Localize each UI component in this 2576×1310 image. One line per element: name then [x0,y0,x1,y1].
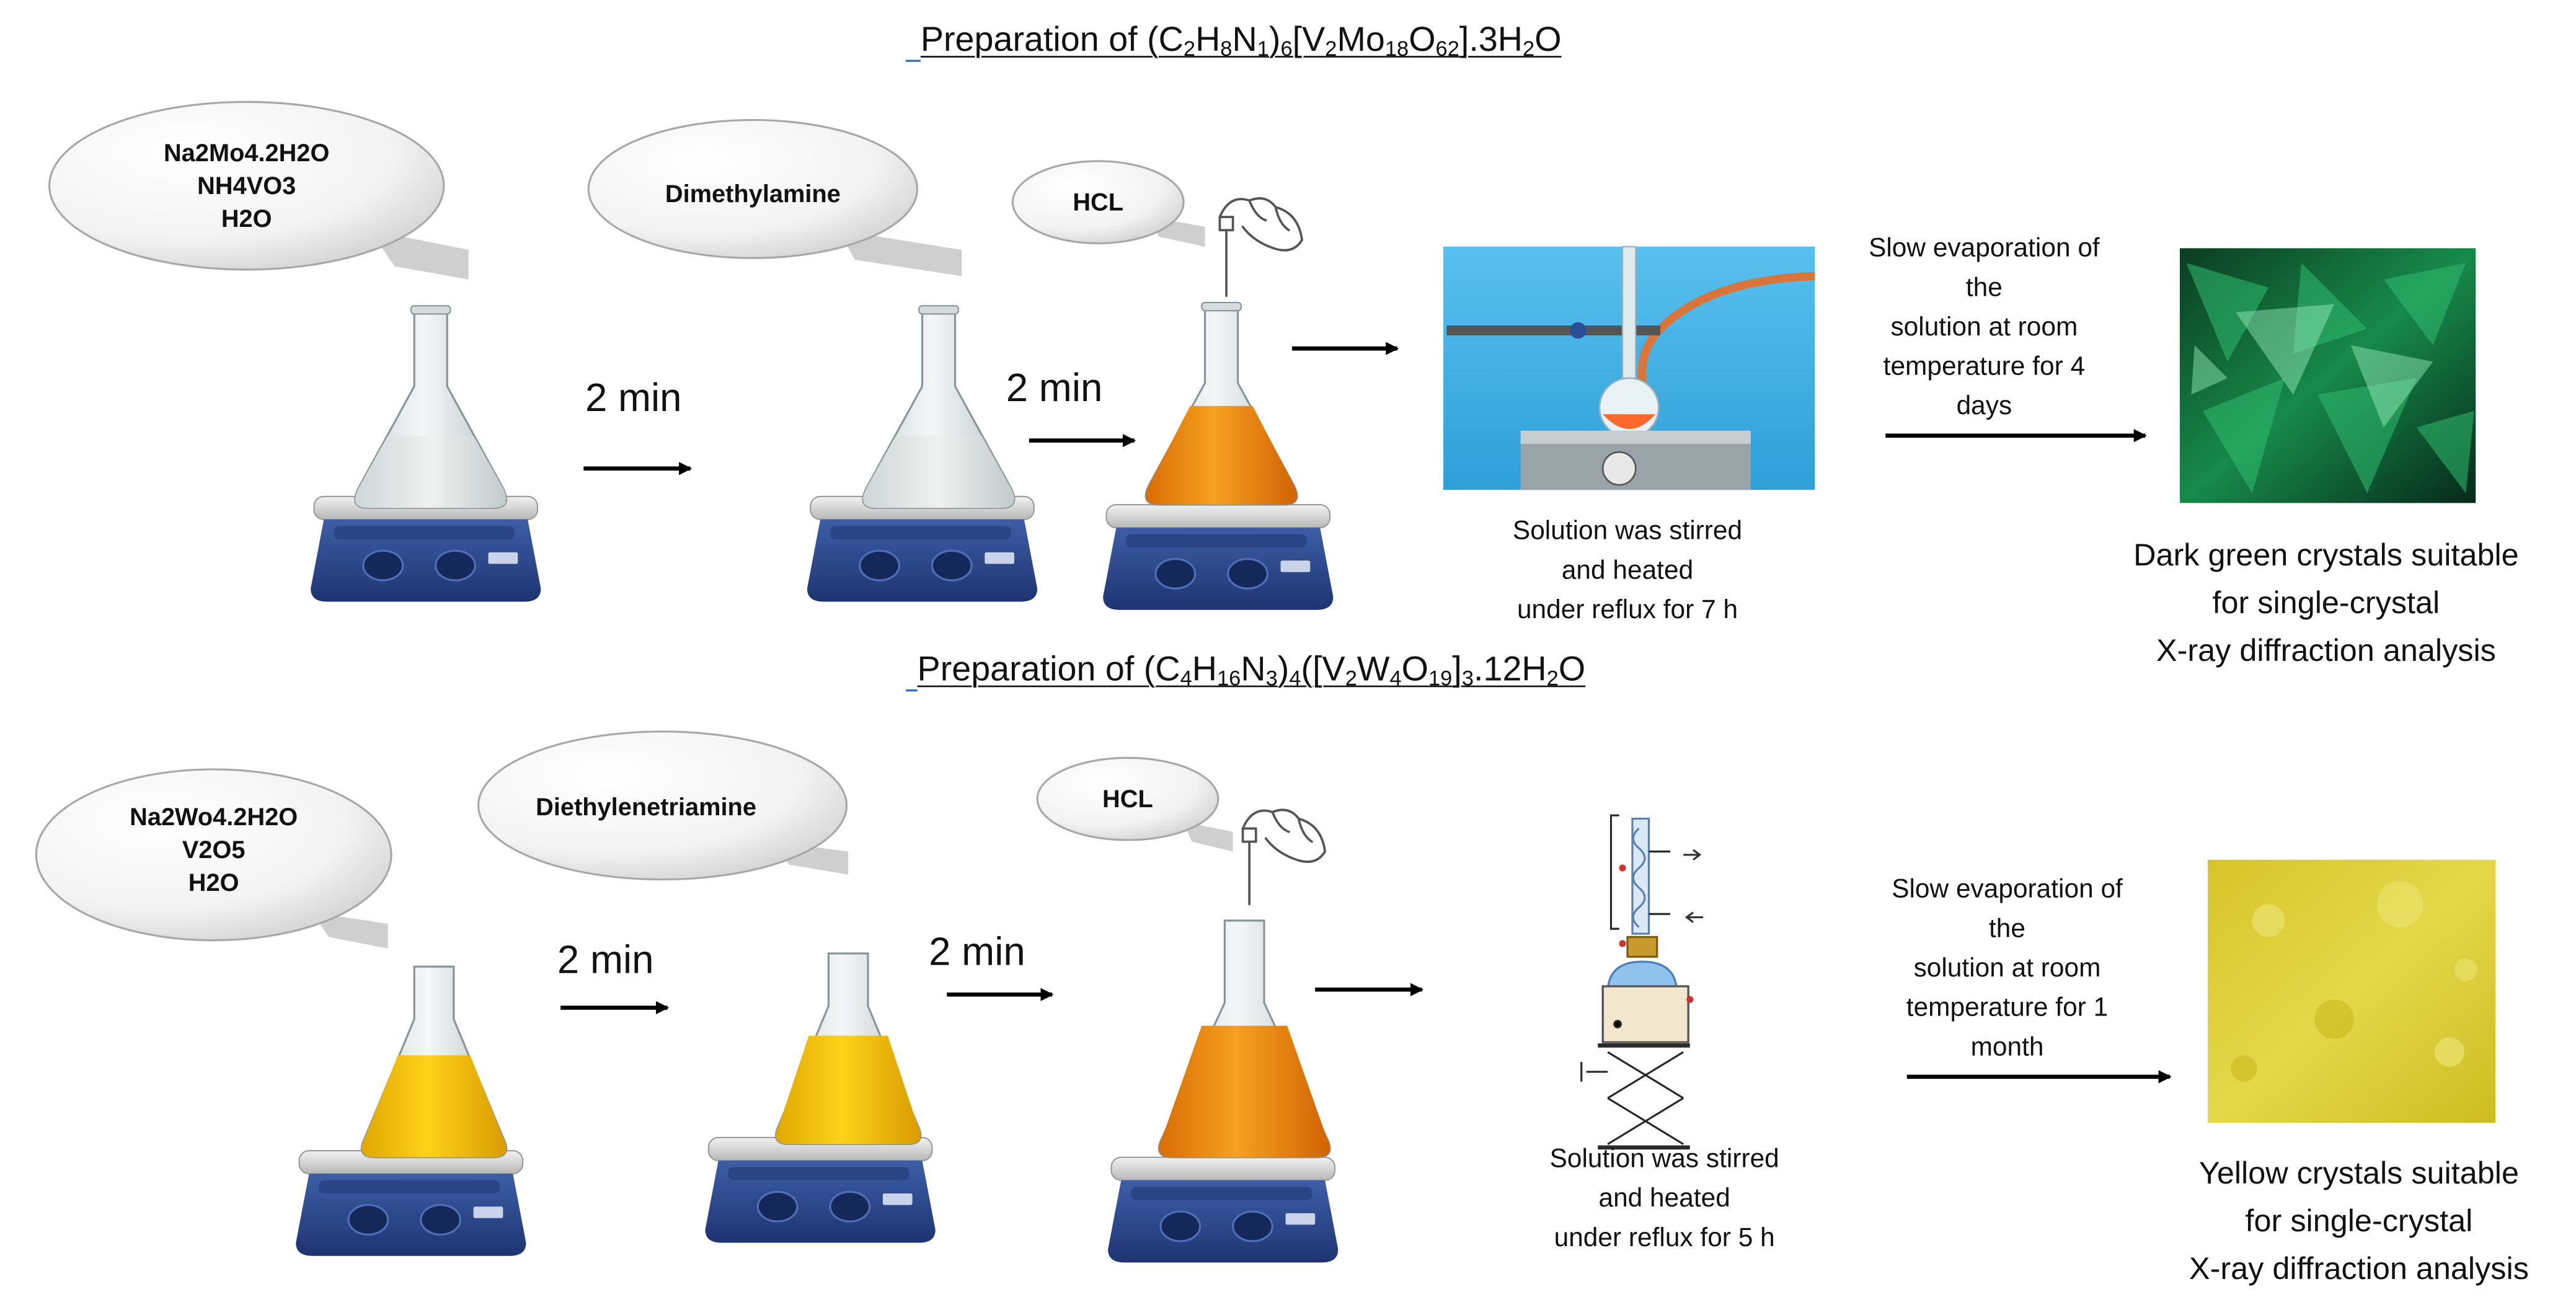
amine-label: Dimethylamine [665,180,841,209]
step-time-label: 2 min [929,930,1025,975]
erlenmeyer-flask-icon [354,305,508,509]
diethylenetriamine-speech-bubble [477,730,849,881]
erlenmeyer-flask-icon [775,952,922,1146]
step-time-label: 2 min [585,376,682,421]
dropper-hand-icon [1241,808,1326,906]
hotplate-stirrer-icon [309,495,542,603]
yellow-crystal-photo [2208,859,2496,1123]
reagents-speech-bubble [35,768,392,949]
dimethylamine-speech-bubble [587,118,962,277]
evaporation-note: Slow evaporation of the solution at room… [1869,235,2100,421]
amine-label: Diethylenetriamine [536,794,756,822]
erlenmeyer-flask-icon [1144,301,1298,506]
green-crystal-photo [2179,248,2476,503]
reflux-apparatus-icon [1580,814,1703,1150]
section2-title: Preparation of (C4H16N3)4([V2W4O19]3.12H… [917,651,1586,691]
reflux-caption: Solution was stirred and heated under re… [1549,1146,1779,1253]
reflux-caption: Solution was stirred and heated under re… [1512,518,1743,625]
reagents-label: Na2Wo4.2H2O V2O5 H2O [130,803,298,898]
erlenmeyer-flask-icon [862,305,1016,509]
evaporation-note: Slow evaporation of the solution at room… [1892,876,2123,1062]
section1-title: Preparation of (C2H8N1)6[V2Mo18O62].3H2O [920,21,1562,61]
hotplate-stirrer-icon [1102,503,1334,611]
result-caption: Yellow crystals suitable for single-crys… [2189,1157,2529,1288]
hcl-speech-bubble [1036,756,1233,852]
hotplate-stirrer-icon [704,1136,937,1244]
hotplate-stirrer-icon [294,1149,528,1257]
reflux-setup-photo [1443,246,1815,490]
step-time-label: 2 min [1006,366,1103,411]
step-time-label: 2 min [557,939,654,983]
erlenmeyer-flask-icon [1157,919,1331,1159]
reagents-label: Na2Mo4.2H2O NH4VO3 H2O [163,139,330,234]
dropper-hand-icon [1218,197,1303,298]
hotplate-stirrer-icon [1107,1156,1339,1264]
acid-label: HCL [1102,786,1153,814]
result-caption: Dark green crystals suitable for single-… [2133,539,2519,670]
erlenmeyer-flask-icon [360,965,508,1159]
acid-label: HCL [1073,188,1124,218]
hotplate-stirrer-icon [806,495,1038,603]
reagents-speech-bubble [48,100,469,280]
